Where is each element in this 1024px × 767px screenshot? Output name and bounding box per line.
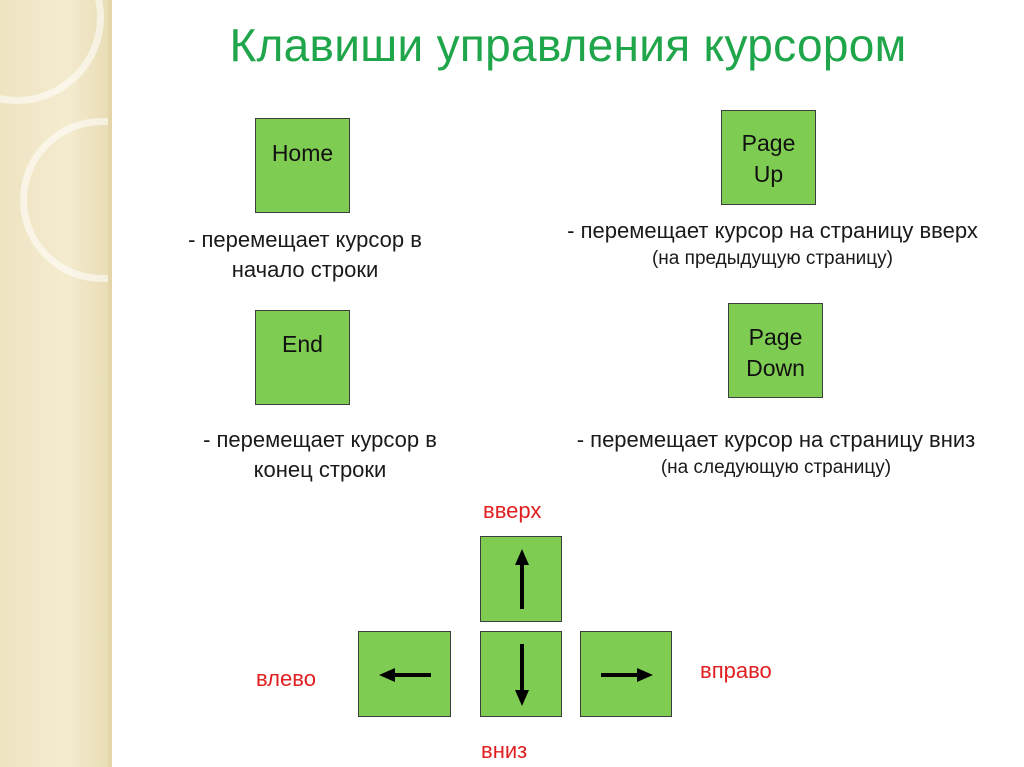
arrow-left-icon (379, 668, 431, 682)
end-desc-line2: конец строки (253, 457, 387, 482)
sidebar-edge (108, 0, 112, 767)
page-down-desc-line2: (на следующую страницу) (660, 457, 892, 478)
decorative-ring (20, 118, 112, 282)
arrow-up-key (480, 536, 562, 622)
arrow-right-label: вправо (700, 658, 772, 683)
home-key-label: Home (271, 140, 334, 166)
arrow-right-key (580, 631, 672, 717)
arrow-down-label: вниз (481, 738, 528, 763)
decorative-ring (0, 0, 104, 104)
page-up-desc-line1: - перемещает курсор на страницу вверх (567, 218, 978, 243)
home-description: - перемещает курсор в начало строки (150, 225, 460, 285)
arrow-right-icon (601, 668, 653, 682)
home-desc-line2: начало строки (231, 257, 379, 282)
end-desc-line1: - перемещает курсор в (203, 427, 437, 452)
end-description: - перемещает курсор в конец строки (165, 425, 475, 485)
arrow-left-key (358, 631, 451, 717)
arrow-up-icon (515, 549, 529, 609)
arrow-down-key (480, 631, 562, 717)
slide-title: Клавиши управления курсором (229, 19, 907, 71)
home-desc-line1: - перемещает курсор в (188, 227, 422, 252)
page-up-key-label-line1: Page (741, 130, 796, 156)
end-key: End (255, 310, 350, 405)
page-down-desc-line1: - перемещает курсор на страницу вниз (576, 427, 976, 452)
arrow-down-icon (515, 644, 529, 706)
page-down-key-label-line2: Down (746, 355, 805, 381)
decorative-sidebar (0, 0, 112, 767)
page-down-key-label-line1: Page (748, 324, 803, 350)
page-up-desc-line2: (на предыдущую страницу) (651, 248, 894, 269)
arrow-left-label: влево (256, 666, 316, 691)
home-key: Home (255, 118, 350, 213)
page-up-key-label-line2: Up (753, 161, 784, 187)
page-up-description: - перемещает курсор на страницу вверх (н… (520, 216, 1024, 272)
page-down-description: - перемещает курсор на страницу вниз (на… (528, 425, 1024, 481)
end-key-label: End (282, 331, 323, 357)
page-down-key: Page Down (728, 303, 823, 398)
arrow-up-label: вверх (483, 498, 542, 523)
page-up-key: Page Up (721, 110, 816, 205)
